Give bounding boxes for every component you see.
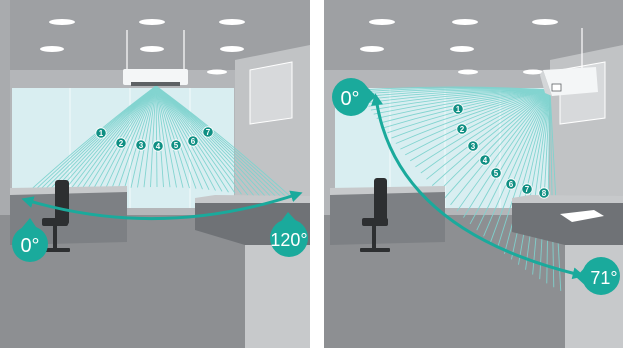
position-marker-label: 6: [509, 180, 514, 189]
position-marker-label: 6: [191, 137, 196, 146]
position-marker-label: 1: [456, 105, 461, 114]
position-marker-label: 7: [525, 185, 530, 194]
cabinet: [245, 245, 310, 348]
air-conditioner-icon: [540, 67, 598, 96]
position-marker-label: 4: [483, 156, 488, 165]
panel-divider: [310, 0, 324, 348]
end-angle-label: 120°: [270, 230, 307, 250]
air-conditioner-icon: [123, 69, 188, 86]
start-angle-label: 0°: [20, 235, 39, 257]
end-angle-label: 71°: [590, 268, 617, 288]
position-marker-label: 8: [542, 189, 547, 198]
position-marker-label: 7: [206, 128, 211, 137]
position-marker-label: 5: [494, 169, 499, 178]
position-marker-label: 2: [119, 139, 124, 148]
position-marker-label: 1: [99, 129, 104, 138]
position-marker-label: 5: [174, 141, 179, 150]
position-marker-label: 3: [471, 142, 476, 151]
position-marker-label: 3: [139, 141, 144, 150]
position-marker-label: 2: [460, 125, 465, 134]
wall-panel: [250, 62, 292, 124]
horizontal-swing-panel: 1 2 3 4 5 6 7 0° 120°: [0, 0, 310, 348]
start-angle-label: 0°: [340, 88, 359, 110]
position-marker-label: 4: [156, 142, 161, 151]
